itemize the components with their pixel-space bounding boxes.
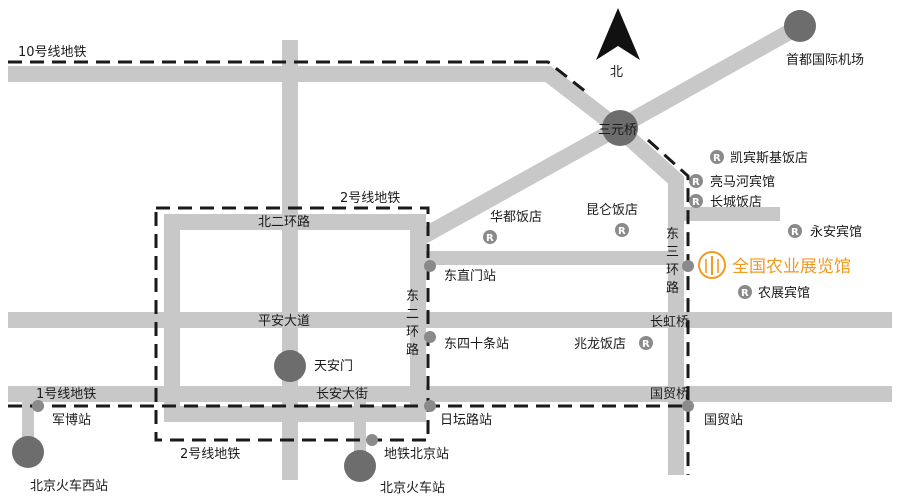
hotel-r-icon bbox=[788, 224, 802, 238]
hotel-r-icon-text: R bbox=[642, 339, 650, 350]
hotel-r-icon bbox=[710, 150, 724, 164]
east-3rd-ring-char: 三 bbox=[666, 245, 679, 260]
hotel-r-icon-text: R bbox=[692, 177, 700, 188]
hotel-nongzhan-label: 农展宾馆 bbox=[758, 285, 810, 301]
hotel-zhaolong[interactable]: 兆龙饭店 R bbox=[574, 336, 653, 352]
hotel-r-icon-text: R bbox=[713, 153, 721, 164]
ritanlu-station-dot bbox=[424, 400, 436, 412]
tiananmen-dot bbox=[274, 350, 306, 382]
sanyuan-bridge-label: 三元桥 bbox=[598, 123, 637, 138]
hotel-huadu[interactable]: 华都饭店 R bbox=[483, 210, 542, 244]
highlight-agricultural-exhibition[interactable]: 全国农业展览馆 bbox=[698, 251, 851, 279]
line10-path-east bbox=[646, 138, 690, 475]
east-2nd-ring-char: 路 bbox=[406, 342, 419, 358]
line1-label: 1号线地铁 bbox=[36, 387, 96, 402]
east-3rd-ring-north bbox=[612, 122, 684, 475]
beijing-station-label: 北京火车站 bbox=[380, 480, 445, 496]
guomao-bridge-label: 国贸桥 bbox=[650, 387, 689, 402]
hotel-r-icon-text: R bbox=[692, 197, 700, 208]
tiananmen-label: 天安门 bbox=[314, 359, 353, 374]
hotel-huadu-label: 华都饭店 bbox=[490, 210, 542, 225]
east-2nd-ring-char: 环 bbox=[406, 325, 419, 340]
hotel-r-icon bbox=[738, 285, 752, 299]
hotel-r-icon-text: R bbox=[486, 233, 494, 244]
beijingzhan-subway-dot bbox=[366, 434, 378, 446]
hotel-r-icon bbox=[615, 223, 629, 237]
hotel-zhaolong-label: 兆龙饭店 bbox=[574, 337, 626, 352]
dongsishitiao-station-dot bbox=[424, 331, 436, 343]
east-2nd-ring-label: 东 二 环 路 bbox=[406, 289, 419, 358]
east-3rd-ring-char: 路 bbox=[666, 280, 679, 296]
east-2nd-ring-char: 二 bbox=[406, 307, 419, 322]
hotel-r-icon-text: R bbox=[618, 226, 626, 237]
hotel-kempinski[interactable]: R 凯宾斯基饭店 bbox=[710, 150, 808, 166]
hotel-r-icon bbox=[689, 194, 703, 208]
line10-label: 10号线地铁 bbox=[18, 45, 87, 60]
airport-expressway bbox=[614, 19, 804, 135]
hotel-nongzhan[interactable]: R 农展宾馆 bbox=[738, 285, 810, 301]
sanyuan-dot bbox=[602, 110, 638, 146]
beijingzhan-subway-label: 地铁北京站 bbox=[384, 447, 449, 462]
beijing-station-dot bbox=[344, 450, 376, 482]
hotel-r-icon bbox=[639, 336, 653, 350]
nongzhan-station-dot bbox=[682, 260, 694, 272]
top-road bbox=[8, 66, 623, 135]
big-dots bbox=[12, 10, 816, 482]
station-dots bbox=[32, 260, 694, 446]
east-3rd-ring-char: 环 bbox=[666, 263, 679, 278]
junbo-label: 军博站 bbox=[52, 413, 91, 428]
guomao-station-dot bbox=[682, 400, 694, 412]
roads bbox=[8, 19, 892, 480]
metro-lines bbox=[8, 60, 690, 475]
north-2nd-ring-label: 北二环路 bbox=[258, 214, 310, 230]
hotel-kunlun[interactable]: 昆仑饭店 R bbox=[586, 203, 638, 237]
hotel-r-icon bbox=[689, 174, 703, 188]
changhong-bridge-label: 长虹桥 bbox=[650, 315, 689, 330]
ritanlu-label: 日坛路站 bbox=[440, 412, 492, 428]
north-label: 北 bbox=[610, 65, 623, 80]
hotel-kunlun-label: 昆仑饭店 bbox=[586, 203, 638, 218]
east-3rd-ring-label: 东 三 环 路 bbox=[666, 227, 679, 296]
hotel-great-wall-label: 长城饭店 bbox=[710, 195, 762, 210]
beijing-west-dot bbox=[12, 436, 44, 468]
hotel-kempinski-label: 凯宾斯基饭店 bbox=[730, 150, 808, 166]
north-arrow: 北 bbox=[596, 8, 640, 80]
beijing-west-label: 北京火车西站 bbox=[30, 478, 108, 494]
east-3rd-ring-char: 东 bbox=[666, 227, 679, 242]
hotel-liangmahe-label: 亮马河宾馆 bbox=[710, 174, 775, 190]
hotel-yongan[interactable]: R 永安宾馆 bbox=[788, 224, 862, 240]
hotel-liangmahe[interactable]: R 亮马河宾馆 bbox=[689, 174, 775, 190]
dongsishitiao-label: 东四十条站 bbox=[444, 336, 509, 352]
line10-path bbox=[8, 60, 591, 97]
dongzhimen-label: 东直门站 bbox=[444, 269, 496, 284]
airport-label: 首都国际机场 bbox=[786, 53, 864, 68]
pingan-avenue-label: 平安大道 bbox=[258, 314, 310, 329]
changan-street-label: 长安大街 bbox=[316, 387, 368, 402]
hotel-r-icon bbox=[483, 230, 497, 244]
airport-dot bbox=[784, 10, 816, 42]
hotel-r-icon-text: R bbox=[741, 288, 749, 299]
junbo-station-dot bbox=[32, 400, 44, 412]
line2-path bbox=[154, 206, 430, 442]
dongzhimen-station-dot bbox=[424, 260, 436, 272]
guomao-station-label: 国贸站 bbox=[704, 413, 743, 428]
diagonal-road bbox=[416, 121, 622, 245]
line2-top-label: 2号线地铁 bbox=[340, 191, 400, 206]
highlight-label: 全国农业展览馆 bbox=[732, 257, 851, 277]
wheat-logo-icon bbox=[698, 251, 726, 279]
hotel-r-icon-text: R bbox=[791, 227, 799, 238]
line2-bottom-label: 2号线地铁 bbox=[180, 447, 240, 462]
hotel-yongan-label: 永安宾馆 bbox=[810, 224, 862, 240]
north-arrow-icon bbox=[596, 8, 640, 60]
hotel-great-wall[interactable]: R 长城饭店 bbox=[689, 194, 762, 210]
east-2nd-ring-char: 东 bbox=[406, 289, 419, 304]
